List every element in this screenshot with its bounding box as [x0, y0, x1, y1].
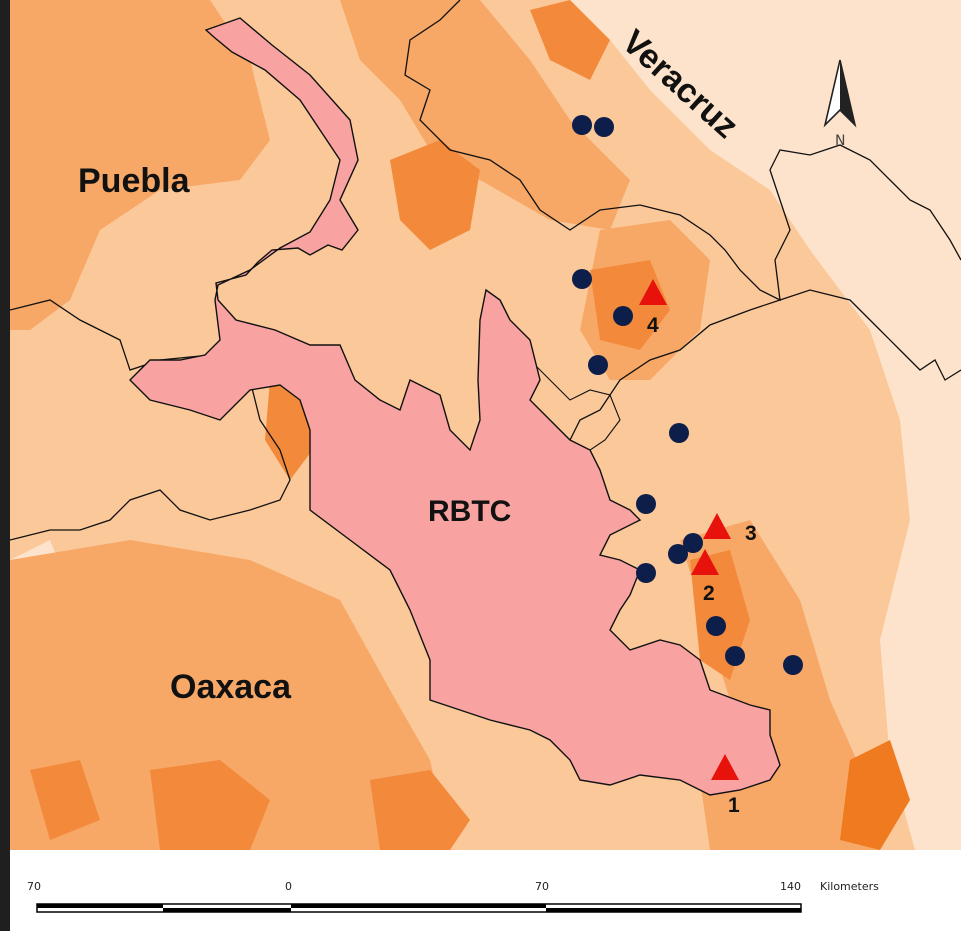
midland-zone-north: [340, 0, 630, 230]
site-label-1: 1: [728, 794, 740, 817]
scale-tick-label: 140: [780, 880, 801, 893]
triangle-markers: [639, 279, 739, 780]
region-label-reserve: RBTC: [428, 495, 511, 528]
state-border-west: [10, 299, 291, 541]
circle-markers: [572, 115, 803, 675]
triangle-marker-1: [711, 754, 739, 780]
lowland-zone: [570, 0, 961, 850]
reserve-boundary: [129, 17, 781, 796]
region-label-puebla: Puebla: [78, 162, 191, 200]
circle-marker: [636, 494, 656, 514]
scale-bar-panel: [10, 850, 961, 931]
elevation-map: N Puebla Veracruz Oaxaca RBTC 4 3 2 1 70…: [10, 0, 961, 931]
svg-text:N: N: [835, 133, 845, 149]
circle-marker: [683, 533, 703, 553]
midland-zone-west: [10, 0, 270, 330]
circle-marker: [669, 423, 689, 443]
state-border-east: [549, 289, 961, 451]
scale-unit-label: Kilometers: [820, 880, 879, 893]
circle-marker: [594, 117, 614, 137]
scale-bar: 70 0 70 140 Kilometers: [27, 880, 879, 913]
site-label-3: 3: [745, 522, 757, 545]
highland-patch-6: [840, 740, 910, 850]
site-label-4: 4: [647, 314, 659, 337]
circle-marker: [613, 306, 633, 326]
midland-zone-sw: [10, 540, 450, 850]
site-label-2: 2: [703, 582, 715, 605]
highland-patch-5: [370, 770, 470, 850]
circle-marker: [572, 269, 592, 289]
highland-patch-9: [530, 0, 610, 80]
scale-tick-label: 0: [285, 880, 292, 893]
scale-tick-label: 70: [27, 880, 41, 893]
triangle-marker-2: [691, 549, 719, 575]
scale-tick-label: 70: [535, 880, 549, 893]
highland-patch-8: [30, 760, 100, 840]
circle-marker: [572, 115, 592, 135]
highland-patch-4: [150, 760, 270, 850]
highland-patch-2: [590, 260, 670, 350]
circle-marker: [725, 646, 745, 666]
circle-marker: [783, 655, 803, 675]
map-frame: N Puebla Veracruz Oaxaca RBTC 4 3 2 1 70…: [10, 0, 961, 931]
region-label-oaxaca: Oaxaca: [170, 668, 292, 706]
triangle-marker-4: [639, 279, 667, 305]
circle-marker: [636, 563, 656, 583]
north-arrow-icon: N: [823, 59, 857, 149]
circle-marker: [668, 544, 688, 564]
state-border-veracruz: [404, 0, 961, 302]
highland-patch-1: [390, 140, 480, 250]
triangle-marker-3: [703, 513, 731, 539]
state-border-river: [529, 359, 621, 471]
circle-marker: [588, 355, 608, 375]
circle-marker: [706, 616, 726, 636]
